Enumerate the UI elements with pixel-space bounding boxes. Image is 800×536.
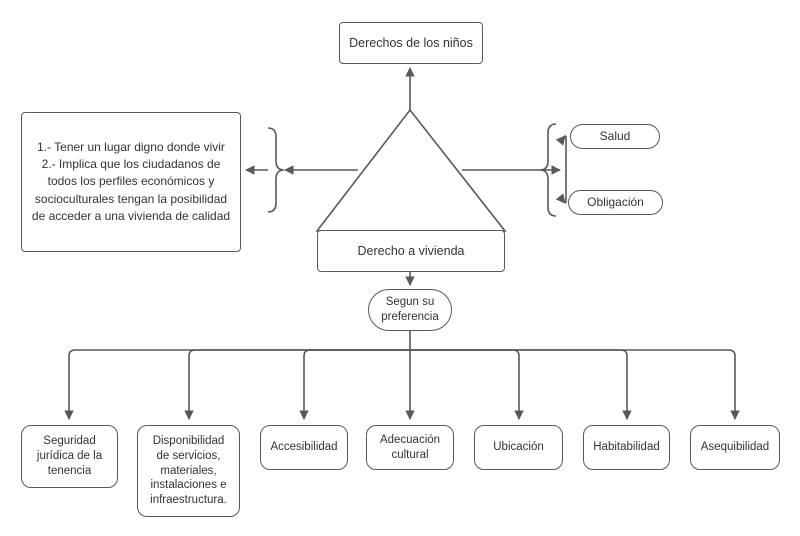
- node-accesibilidad[interactable]: Accesibilidad: [260, 425, 348, 470]
- node-obligacion[interactable]: Obligación: [568, 190, 663, 215]
- node-adecuacion-cultural[interactable]: Adecuación cultural: [366, 425, 454, 470]
- node-detail-note[interactable]: 1.- Tener un lugar digno donde vivir 2.-…: [21, 112, 241, 252]
- edge-bus-leaf-6: [410, 349, 740, 420]
- node-salud[interactable]: Salud: [570, 124, 660, 149]
- node-derechos-de-los-ninos[interactable]: Derechos de los niños: [339, 22, 483, 64]
- left-curly-brace: [267, 127, 285, 213]
- edge-branch-to-obligacion-arrow: [555, 193, 566, 204]
- edge-bus-leaf-5: [410, 349, 632, 420]
- right-curly-brace: [539, 123, 557, 217]
- central-triangle: [315, 108, 507, 232]
- node-habitabilidad[interactable]: Habitabilidad: [583, 425, 670, 470]
- edge-bus-leaf-2: [299, 349, 410, 420]
- node-disponibilidad-de-servicios[interactable]: Disponibilidad de servicios, materiales,…: [137, 425, 240, 517]
- node-derecho-a-vivienda[interactable]: Derecho a vivienda: [317, 230, 505, 272]
- node-segun-su-preferencia[interactable]: Segun su preferencia: [368, 289, 452, 331]
- edge-bus-leaf-1: [184, 349, 410, 420]
- node-asequibilidad[interactable]: Asequibilidad: [690, 425, 780, 470]
- edge-branch-to-salud-arrow: [555, 135, 566, 146]
- edge-bus-leaf-4: [410, 349, 524, 420]
- node-seguridad-juridica-de-la-tenencia[interactable]: Seguridad jurídica de la tenencia: [21, 425, 118, 488]
- node-ubicacion[interactable]: Ubicación: [474, 425, 563, 470]
- edge-bus-leaf-0: [64, 349, 410, 420]
